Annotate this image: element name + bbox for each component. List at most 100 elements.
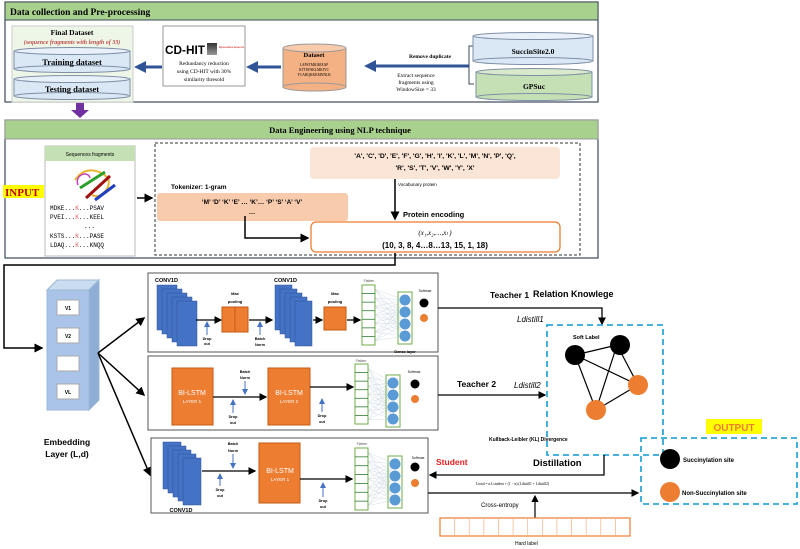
encoding-vars: (x₁,x₂,…,xₗ ) — [418, 229, 452, 237]
conv-stack-icon — [162, 441, 202, 506]
embedding-layer: V1 V2 VL Embedding Layer (L,d) — [44, 278, 101, 459]
non-succinylation-icon — [660, 482, 680, 502]
distillation-arrow — [428, 455, 605, 479]
final-dataset-panel: Final Dataset (sequence fragments with l… — [11, 25, 134, 103]
bilstm-block — [171, 367, 214, 426]
dropout-label: out — [320, 505, 327, 509]
bilstm-label: LAYER 2 — [280, 399, 299, 404]
dataset-seq: YCARQKKKMNNLR — [297, 73, 331, 77]
softmax-node-orange — [411, 395, 419, 403]
softmax-node-black — [410, 379, 420, 389]
soft-label-box: Soft Label — [546, 324, 664, 456]
dropout-label: out — [319, 420, 326, 424]
soft-node-orange — [628, 375, 648, 395]
cdhit-logo: CD-HIT — [165, 43, 206, 57]
section-title: Data collection and Pre-processing — [10, 8, 151, 18]
vocab-box — [310, 147, 560, 179]
flatten-label: Flatten — [357, 442, 368, 446]
final-dataset-subtitle: (sequence fragments with length of 33) — [24, 39, 121, 46]
embedding-cell: VL — [65, 390, 71, 396]
conv-stack-icon — [156, 284, 198, 347]
neuron — [387, 401, 399, 413]
training-dataset-cylinder: Training dataset — [13, 47, 131, 73]
neuron — [389, 470, 401, 482]
softmax-node-black — [410, 462, 420, 472]
distillation-label: Distillation — [533, 458, 582, 469]
cdhit-desc: Redundancy reduction — [179, 61, 229, 67]
vocab-text: 'A', 'C', 'D', 'E', 'F', 'G', 'H', 'I', … — [354, 153, 515, 160]
dense-label: Dense layer — [394, 350, 416, 354]
batchnorm-label: Norm — [228, 449, 239, 453]
testing-dataset-cylinder: Testing dataset — [13, 75, 131, 100]
cdhit-logo-tag: Representative Sequences — [219, 46, 245, 49]
maxpool-label: pooling — [228, 299, 243, 304]
fragments-title: Sequences fragments — [66, 152, 115, 158]
neuron — [387, 413, 399, 425]
svg-text:LDAQ...K...KNQQ: LDAQ...K...KNQQ — [50, 242, 104, 249]
cdhit-box: CD-HIT Representative Sequences Redundan… — [162, 25, 246, 87]
maxpool-label: Max — [231, 291, 240, 296]
maxpool-label: pooling — [328, 299, 343, 304]
input-label: INPUT — [5, 187, 40, 199]
soft-node-black — [565, 345, 585, 365]
softmax-node-orange — [420, 314, 428, 322]
student-model: CONV1D Batch Norm Drop out BI-LSTM LAYER… — [150, 437, 429, 514]
embedding-cell: V2 — [65, 334, 71, 340]
arrow-icon — [97, 317, 146, 354]
ldistill1-label: Ldistill1 — [517, 315, 544, 324]
bilstm-label: BI-LSTM — [266, 468, 294, 475]
connector-arrow — [3, 253, 396, 353]
output-item: Succinylation site — [683, 458, 735, 464]
teacher1-label: Teacher 1 — [490, 290, 529, 300]
protein-structure-icon — [74, 169, 116, 202]
tokenizer-label: Tokenizer: 1-gram — [171, 184, 227, 191]
soft-label-title: Soft Label — [573, 335, 600, 341]
encoding-box — [310, 221, 561, 253]
softmax-node-orange — [411, 479, 419, 487]
bilstm-block — [258, 442, 301, 504]
loss-formula: Ltotal = α.Lstudent + (1 − α).(Ldistill1… — [476, 482, 550, 486]
dense-network-icon — [354, 363, 401, 428]
softmax-label: Softmax — [408, 370, 421, 374]
encoding-values: (10, 3, 8, 4…8…13, 15, 1, 18) — [382, 241, 488, 250]
succinsite-cylinder: SuccinSite2.0 — [472, 32, 594, 65]
batchnorm-label: Norm — [240, 376, 251, 380]
svg-text:...: ... — [84, 223, 95, 230]
dataset-title: Dataset — [304, 52, 326, 59]
dropout-label: Drop — [216, 488, 226, 492]
output-label: OUTPUT — [713, 423, 754, 434]
dropout-label: Drop — [229, 415, 239, 419]
source-label: GPSuc — [523, 82, 546, 91]
bracket — [468, 45, 474, 85]
hard-label-text: Hard label — [515, 541, 538, 547]
down-arrow-icon — [71, 103, 89, 118]
final-dataset-title: Final Dataset — [51, 28, 94, 37]
tokens-text: ‘M’ ‘D’ ‘K’ ‘E’ … ‘K’… ‘P’ ‘S’ ‘A’ ‘V’ — [202, 199, 303, 206]
neuron — [389, 482, 401, 494]
maxpool-block — [323, 306, 347, 331]
kl-divergence-label: Kullback-Leibler (KL) Divergence — [489, 437, 568, 443]
vocab-text: 'R', 'S', 'T', 'V', 'W', 'Y', 'X' — [396, 165, 475, 172]
flatten-label: Flatten — [356, 359, 367, 363]
neuron — [387, 377, 399, 389]
testing-dataset-label: Testing dataset — [45, 84, 99, 94]
embedding-label: Layer (L,d) — [45, 449, 89, 459]
remove-duplicate-label: Remove duplicate — [409, 54, 452, 60]
conv-label: CONV1D — [170, 508, 193, 514]
svg-text:KSTS...K...PASE: KSTS...K...PASE — [50, 233, 104, 240]
section-title: Data Engineering using NLP technique — [269, 125, 411, 135]
soft-node-orange — [586, 400, 606, 420]
neuron — [389, 458, 401, 470]
extract-label: Extract sequence — [397, 73, 435, 79]
vocab-label: Vocabunary protein — [398, 182, 437, 187]
teacher2-model: BI-LSTM LAYER 1 Batch Norm Drop out BI-L… — [147, 355, 439, 431]
teacher1-arrow — [438, 307, 606, 326]
dataset-seq: LAPSTMKIKIEAP — [300, 63, 329, 67]
preprocessing-section: Data collection and Pre-processing Final… — [4, 1, 599, 103]
svg-text:MDKE...K...PSAV: MDKE...K...PSAV — [50, 205, 104, 212]
extract-label: fragments using — [398, 79, 434, 86]
batchnorm-label: Batch — [228, 442, 239, 446]
relation-knowledge-label: Relation Knowlege — [533, 289, 614, 299]
training-dataset-label: Training dataset — [42, 57, 102, 67]
